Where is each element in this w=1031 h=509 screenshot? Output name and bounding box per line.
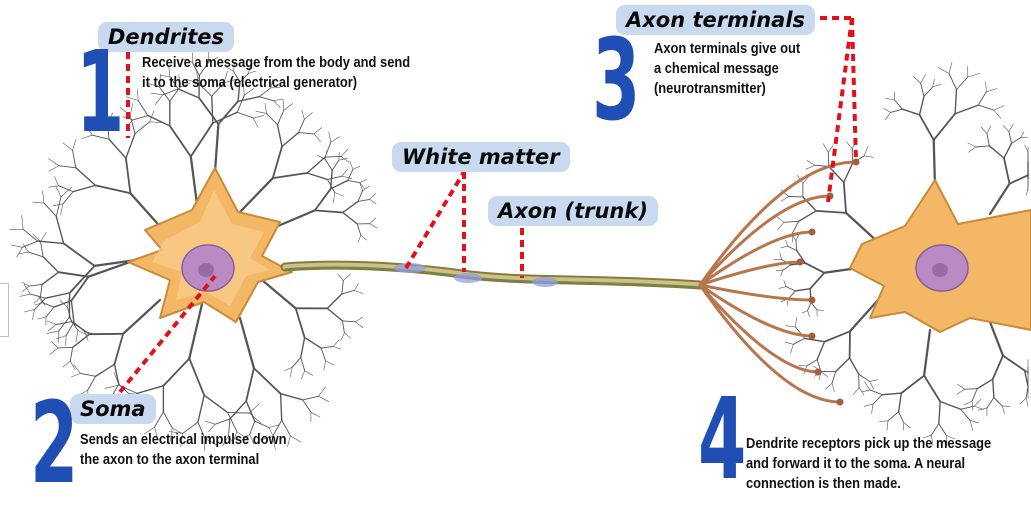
leader-line-white-matter (406, 172, 464, 268)
label-white-matter: White matter (392, 142, 570, 172)
step-description-3: Axon terminals give out a chemical messa… (654, 39, 800, 99)
label-axon-terminals: Axon terminals (616, 5, 815, 35)
nucleolus-right (932, 263, 948, 277)
step-2-line: the axon to the axon terminal (80, 450, 286, 470)
step-1-line: it to the soma (electrical generator) (142, 73, 410, 93)
step-4-line: and forward it to the soma. A neural (746, 454, 991, 474)
step-description-1: Receive a message from the body and send… (142, 53, 410, 93)
nucleolus-left (198, 263, 214, 277)
label-soma: Soma (70, 394, 156, 424)
step-3-line: Axon terminals give out (654, 39, 800, 59)
step-number-3: 3 (592, 25, 640, 137)
myelin-sheath (532, 277, 558, 287)
leader-line-axon-terminals (828, 18, 852, 202)
label-axon-trunk: Axon (trunk) (488, 196, 658, 226)
axon (285, 263, 700, 287)
step-description-4: Dendrite receptors pick up the message a… (746, 434, 991, 494)
step-4-line: Dendrite receptors pick up the message (746, 434, 991, 454)
leader-line-axon-terminals (852, 18, 856, 162)
step-1-line: Receive a message from the body and send (142, 53, 410, 73)
step-number-4: 4 (698, 384, 746, 496)
neuron-diagram: Dendrites Soma White matter Axon (trunk)… (0, 0, 1031, 494)
step-3-line: a chemical message (654, 59, 800, 79)
axon-terminal-branches (700, 159, 860, 406)
step-3-line: (neurotransmitter) (654, 79, 800, 99)
step-4-line: connection is then made. (746, 474, 991, 494)
step-2-line: Sends an electrical impulse down (80, 430, 286, 450)
step-number-2: 2 (30, 388, 78, 500)
step-number-1: 1 (76, 37, 124, 149)
myelin-sheath (454, 273, 482, 283)
step-description-2: Sends an electrical impulse down the axo… (80, 430, 286, 470)
side-edge-box (0, 283, 9, 337)
